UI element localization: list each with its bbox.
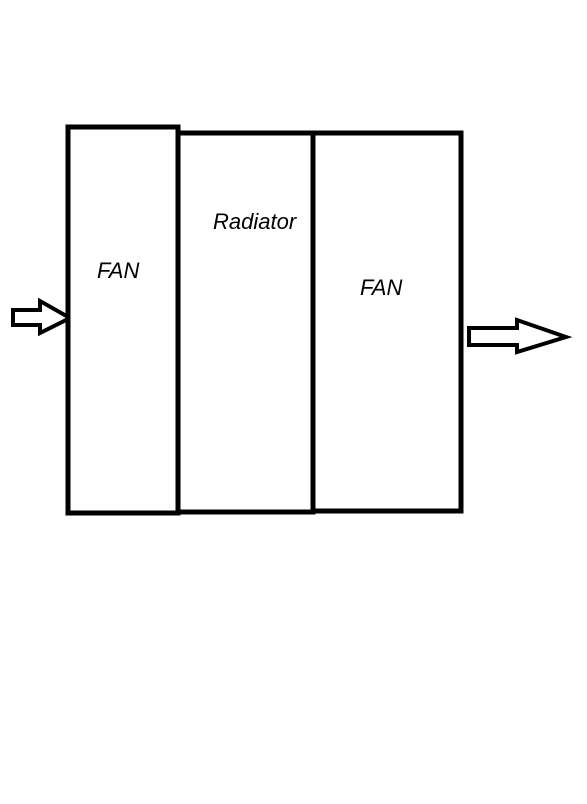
left-fan-label: FAN (97, 258, 139, 283)
inlet-arrow-icon (11, 297, 75, 337)
right-fan-box (310, 130, 464, 514)
outlet-arrow-icon (467, 317, 573, 355)
radiator-label: Radiator (213, 209, 298, 234)
right-fan-label: FAN (360, 275, 402, 300)
left-fan-box (65, 124, 181, 516)
radiator-box (175, 130, 316, 515)
